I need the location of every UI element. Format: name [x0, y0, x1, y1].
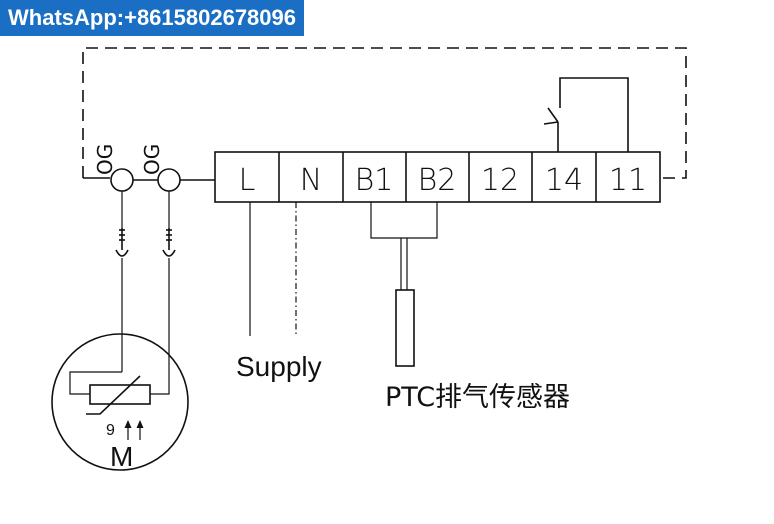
og-wiring: OG OG — [83, 144, 215, 388]
dashed-enclosure — [82, 47, 687, 179]
supply-leads: Supply — [236, 202, 322, 382]
terminal-label-11: 11 — [609, 163, 647, 198]
relay-contact — [543, 77, 629, 152]
motor-symbol: 9 M — [51, 333, 189, 472]
whatsapp-banner: WhatsApp:+8615802678096 — [0, 0, 304, 36]
ptc-probe-icon — [395, 289, 415, 367]
thermistor-number: 9 — [106, 422, 115, 439]
terminal-label-b1: B1 — [355, 163, 394, 198]
supply-label: Supply — [236, 351, 322, 382]
connector-plug-left — [115, 228, 129, 257]
temperature-arrows-icon — [124, 420, 144, 440]
motor-label: M — [110, 441, 133, 472]
thermistor-icon — [89, 384, 151, 405]
ptc-sensor: PTC排气传感器 — [370, 202, 570, 413]
og-label-right: OG — [140, 144, 164, 175]
connector-plug-right — [162, 228, 176, 257]
terminal-label-n: N — [300, 163, 322, 198]
terminal-label-l: L — [239, 163, 256, 198]
terminal-label-14: 14 — [545, 163, 583, 198]
og-label-left: OG — [93, 144, 117, 175]
terminal-label-12: 12 — [481, 163, 519, 198]
ptc-sensor-label: PTC排气传感器 — [385, 382, 570, 413]
terminal-label-b2: B2 — [418, 163, 457, 198]
terminal-strip: L N B1 B2 12 14 11 — [214, 151, 661, 203]
